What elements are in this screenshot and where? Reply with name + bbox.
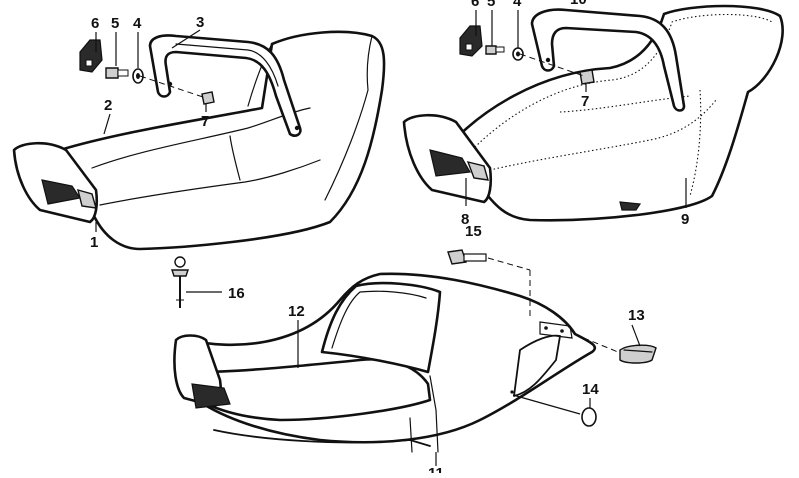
callout-11: 11 bbox=[428, 465, 444, 473]
callout-6-right: 6 bbox=[471, 0, 479, 10]
rubber-cap-illustration bbox=[512, 394, 597, 427]
seat-standard-illustration bbox=[12, 30, 386, 251]
callout-1: 1 bbox=[90, 234, 98, 251]
callout-labels: 6 5 4 3 2 7 1 6 5 4 10 7 8 9 15 16 12 13… bbox=[90, 0, 689, 478]
callout-15: 15 bbox=[465, 223, 482, 240]
callout-4-left: 4 bbox=[133, 15, 142, 32]
seat-comfort-illustration bbox=[402, 4, 784, 222]
callout-3: 3 bbox=[196, 14, 204, 31]
hex-bolt-illustration bbox=[447, 249, 531, 320]
callout-13: 13 bbox=[628, 307, 645, 324]
callout-2: 2 bbox=[104, 97, 112, 114]
callout-4-right: 4 bbox=[513, 0, 522, 10]
callout-10: 10 bbox=[570, 0, 587, 8]
callout-5-left: 5 bbox=[111, 15, 119, 32]
cover-plug-illustration bbox=[573, 333, 657, 364]
callout-16: 16 bbox=[228, 285, 245, 302]
callout-6-left: 6 bbox=[91, 15, 99, 32]
callout-5-right: 5 bbox=[487, 0, 495, 10]
callout-9: 9 bbox=[681, 211, 689, 228]
seat-single-illustration bbox=[173, 272, 597, 453]
callout-7-right: 7 bbox=[581, 93, 589, 110]
callout-14: 14 bbox=[582, 381, 599, 398]
callout-7-left: 7 bbox=[201, 113, 209, 130]
callout-12: 12 bbox=[288, 303, 305, 320]
callout-8: 8 bbox=[461, 211, 469, 228]
leader-lines bbox=[95, 10, 687, 466]
rivet-pin-illustration bbox=[171, 256, 222, 308]
